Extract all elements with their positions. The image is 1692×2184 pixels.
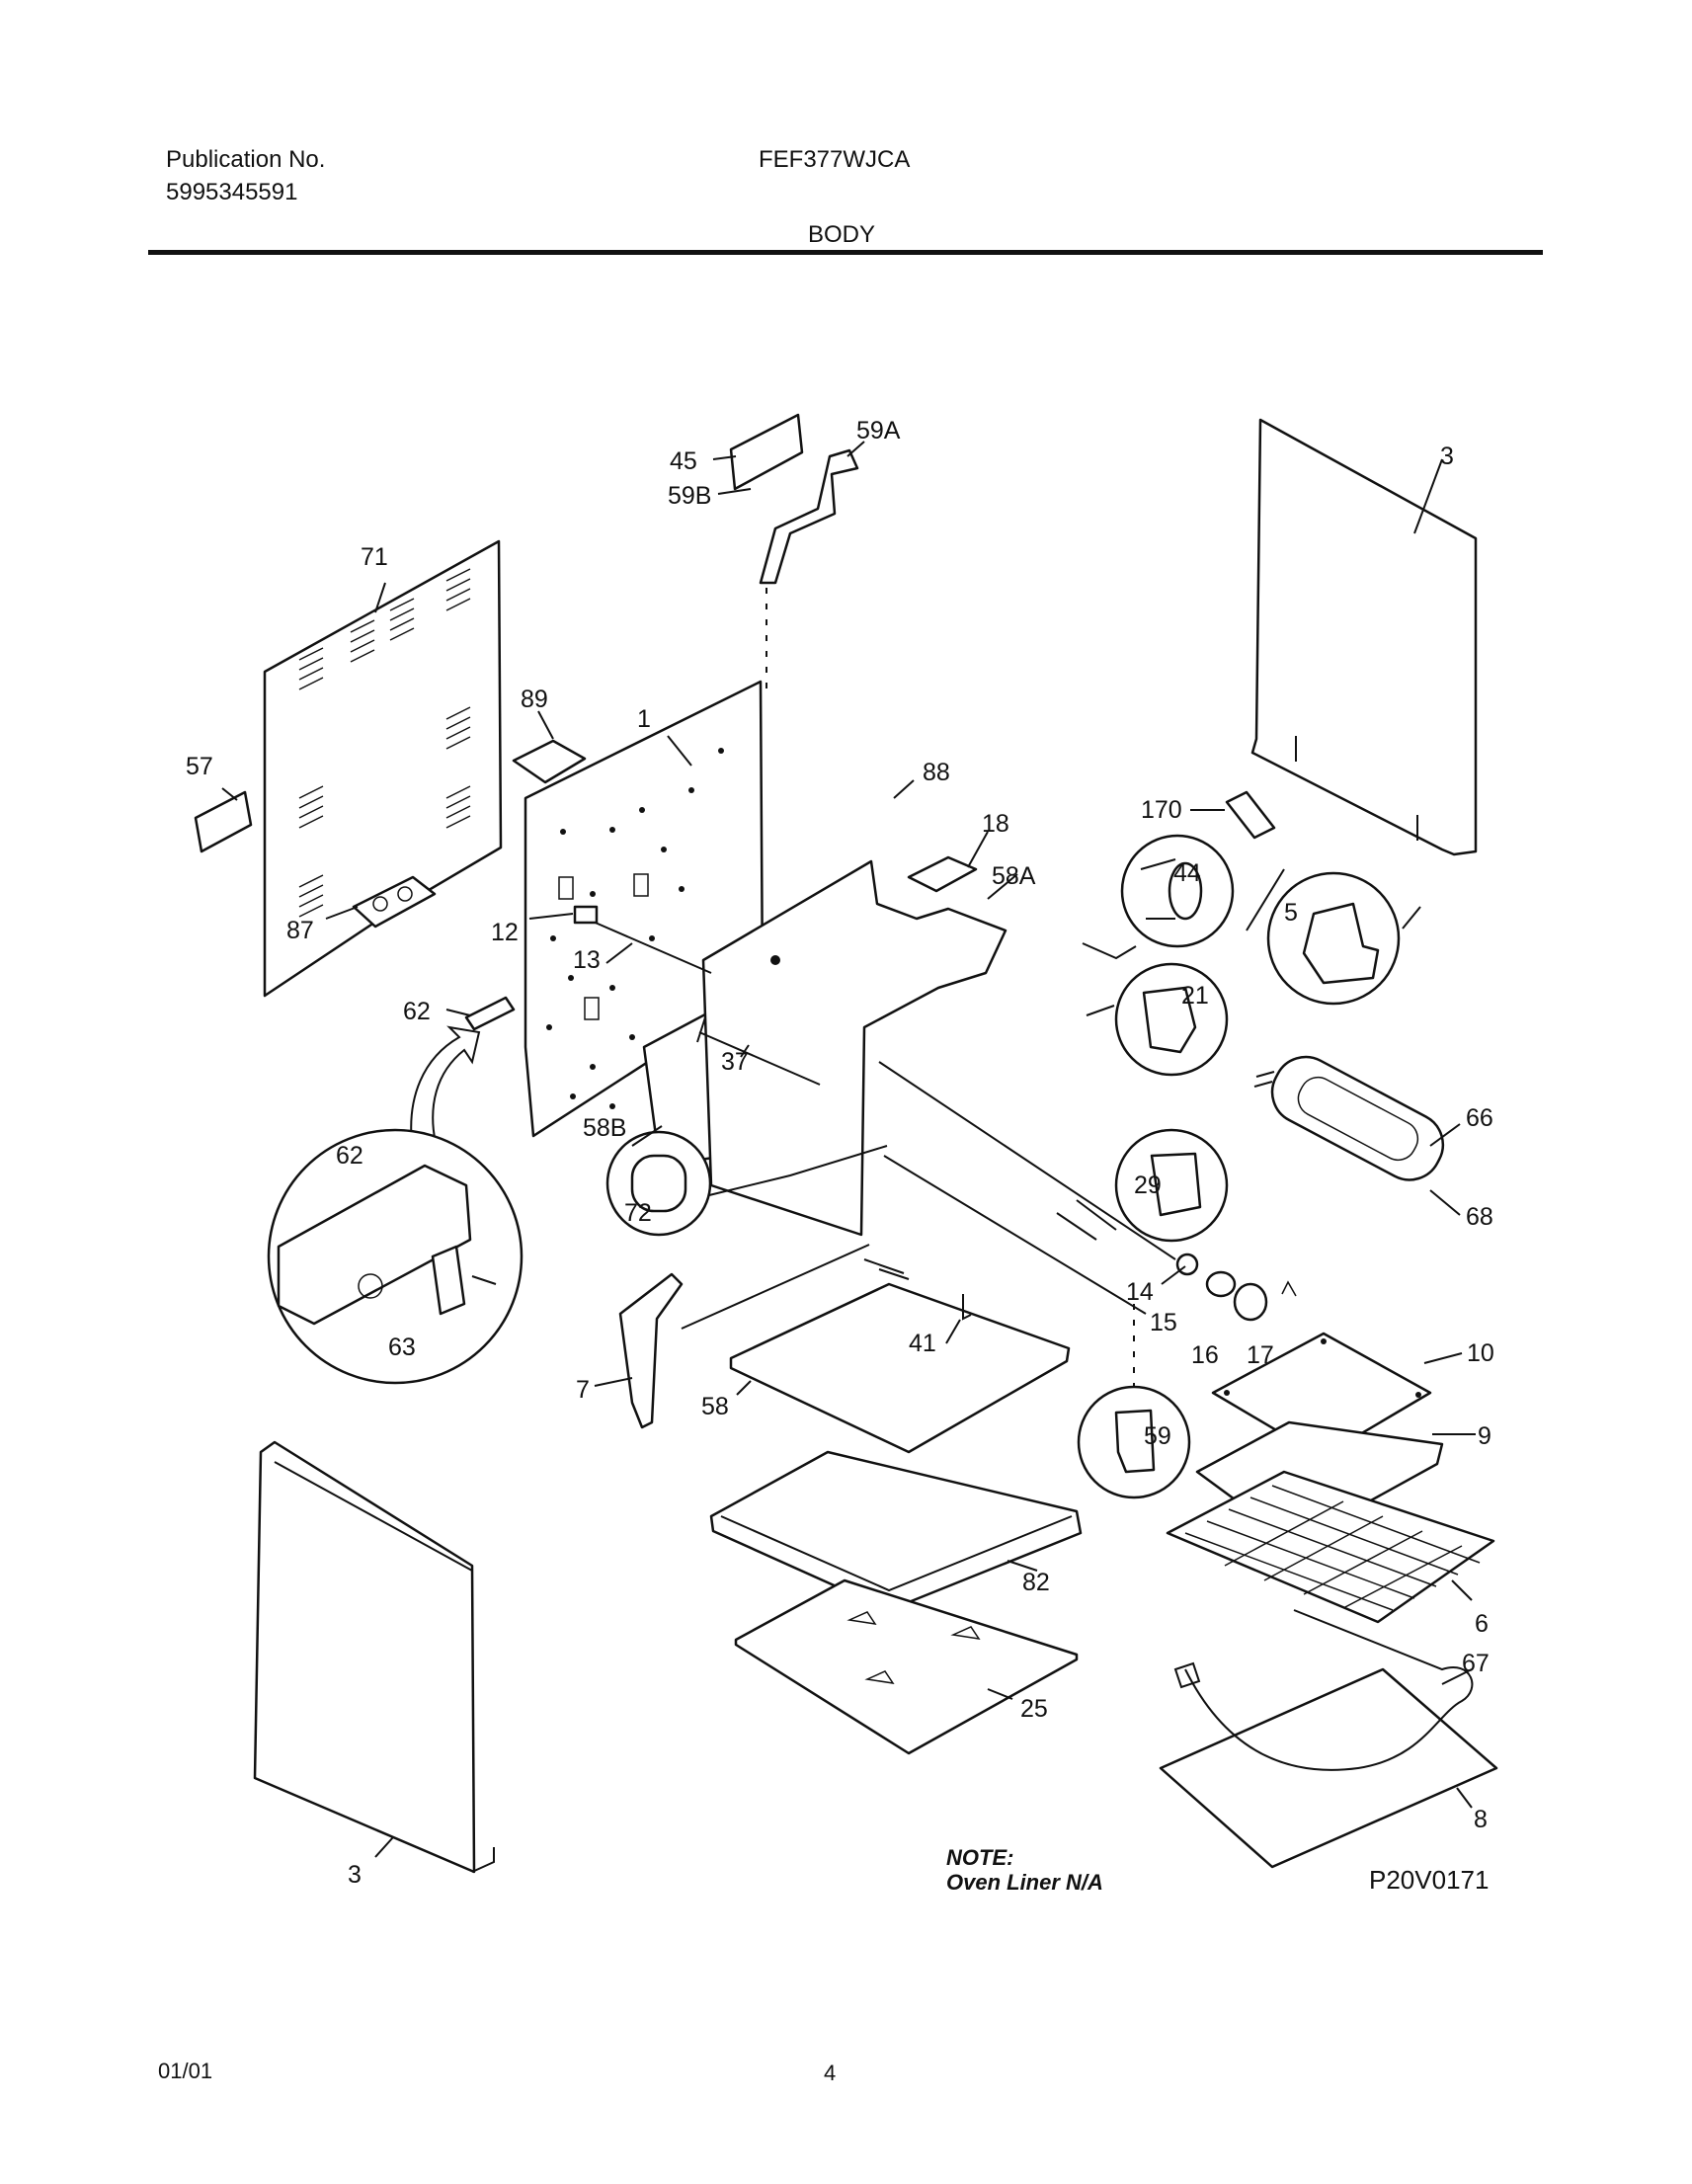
- callout-59: 59: [1144, 1422, 1171, 1450]
- clip-17: [1281, 1280, 1297, 1297]
- callout-88: 88: [923, 759, 950, 786]
- bracket-170: [1225, 790, 1276, 840]
- callout-82: 82: [1022, 1569, 1050, 1596]
- rod-13: [590, 920, 712, 974]
- publication-number: 5995345591: [166, 179, 298, 205]
- callout-10: 10: [1467, 1339, 1494, 1367]
- callout-8: 8: [1474, 1806, 1488, 1833]
- bracket-41: [962, 1294, 972, 1321]
- callout-13: 13: [573, 946, 601, 974]
- callout-3-left: 3: [348, 1861, 362, 1889]
- terminal-block-62: [464, 996, 516, 1031]
- rear-panel-71: [263, 539, 503, 998]
- callout-41: 41: [909, 1330, 936, 1357]
- lens-16: [1233, 1282, 1268, 1322]
- hinge-7: [618, 1272, 684, 1429]
- section-title: BODY: [808, 221, 876, 248]
- callout-89: 89: [521, 686, 548, 713]
- diagram-code: P20V0171: [1369, 1865, 1490, 1895]
- callout-labels: 71 57 87 89 1 12 13 62 62 63 58B 37 72 4…: [186, 417, 1494, 1889]
- callout-58B: 58B: [583, 1114, 626, 1142]
- callout-62: 62: [403, 998, 431, 1025]
- detail-arrow: [410, 1025, 481, 1153]
- callout-29: 29: [1134, 1172, 1162, 1199]
- callout-9: 9: [1478, 1422, 1491, 1450]
- side-panel-3-left: [253, 1440, 495, 1874]
- callout-5: 5: [1284, 899, 1298, 927]
- callout-12: 12: [491, 919, 519, 946]
- oven-liner-58: [642, 859, 1007, 1237]
- callout-16: 16: [1191, 1341, 1219, 1369]
- bracket-57: [194, 790, 253, 853]
- callout-44: 44: [1173, 859, 1201, 887]
- element-67: [1184, 1609, 1474, 1771]
- callout-17: 17: [1247, 1341, 1274, 1369]
- header-rule: [148, 250, 1543, 255]
- probe-37: [698, 1031, 821, 1086]
- callout-57: 57: [186, 753, 213, 780]
- callout-7: 7: [576, 1376, 590, 1404]
- publication-label: Publication No.: [166, 146, 326, 173]
- panel-82: [709, 1450, 1083, 1612]
- callout-14: 14: [1126, 1278, 1154, 1306]
- callout-67: 67: [1462, 1650, 1490, 1677]
- bulb-15: [1205, 1270, 1237, 1298]
- detail-circle-21: [1114, 962, 1229, 1077]
- footer-date: 01/01: [158, 2059, 213, 2083]
- note-title: NOTE:: [946, 1845, 1014, 1870]
- callout-87: 87: [286, 917, 314, 944]
- element-66: [1253, 1055, 1445, 1181]
- bracket-45: [729, 413, 804, 491]
- callout-59B: 59B: [668, 482, 711, 510]
- callout-62-detail: 62: [336, 1142, 363, 1170]
- model-number: FEF377WJCA: [759, 146, 911, 173]
- detail-circle-5: [1266, 871, 1401, 1006]
- callout-15: 15: [1150, 1309, 1177, 1336]
- tube-59A: [759, 448, 859, 585]
- detail-circle-72: [605, 1130, 712, 1237]
- panel-25: [734, 1578, 1079, 1755]
- callout-21: 21: [1181, 982, 1209, 1010]
- connector-12: [573, 905, 599, 925]
- detail-circle-59: [1077, 1385, 1191, 1499]
- callout-45: 45: [670, 447, 697, 475]
- callout-37: 37: [721, 1048, 749, 1076]
- side-panel-3-right: [1250, 418, 1478, 856]
- callout-58: 58: [701, 1393, 729, 1420]
- callout-58A: 58A: [992, 862, 1036, 890]
- rack-6: [1166, 1470, 1495, 1624]
- bracket-89: [512, 739, 587, 784]
- callout-18: 18: [982, 810, 1009, 838]
- callout-59A: 59A: [856, 417, 901, 445]
- detail-circle-62: [267, 1128, 524, 1385]
- callout-170: 170: [1141, 796, 1182, 824]
- callout-63: 63: [388, 1334, 416, 1361]
- note-text: Oven Liner N/A: [946, 1870, 1103, 1895]
- leader-lines: [221, 441, 1476, 1858]
- bracket-18: [907, 855, 978, 893]
- callout-6: 6: [1475, 1610, 1489, 1638]
- panel-58: [729, 1282, 1071, 1454]
- detail-circle-29: [1114, 1128, 1229, 1243]
- callout-71: 71: [361, 543, 388, 571]
- callout-66: 66: [1466, 1104, 1493, 1132]
- callout-25: 25: [1020, 1695, 1048, 1723]
- note-block: NOTE: Oven Liner N/A: [946, 1845, 1103, 1895]
- detail-circle-44: [1120, 834, 1235, 948]
- callout-68: 68: [1466, 1203, 1493, 1231]
- panel-8: [1159, 1667, 1498, 1869]
- callout-3-right: 3: [1440, 443, 1454, 470]
- page-number: 4: [824, 2061, 837, 2085]
- callout-72: 72: [624, 1199, 652, 1227]
- callout-1: 1: [637, 705, 651, 733]
